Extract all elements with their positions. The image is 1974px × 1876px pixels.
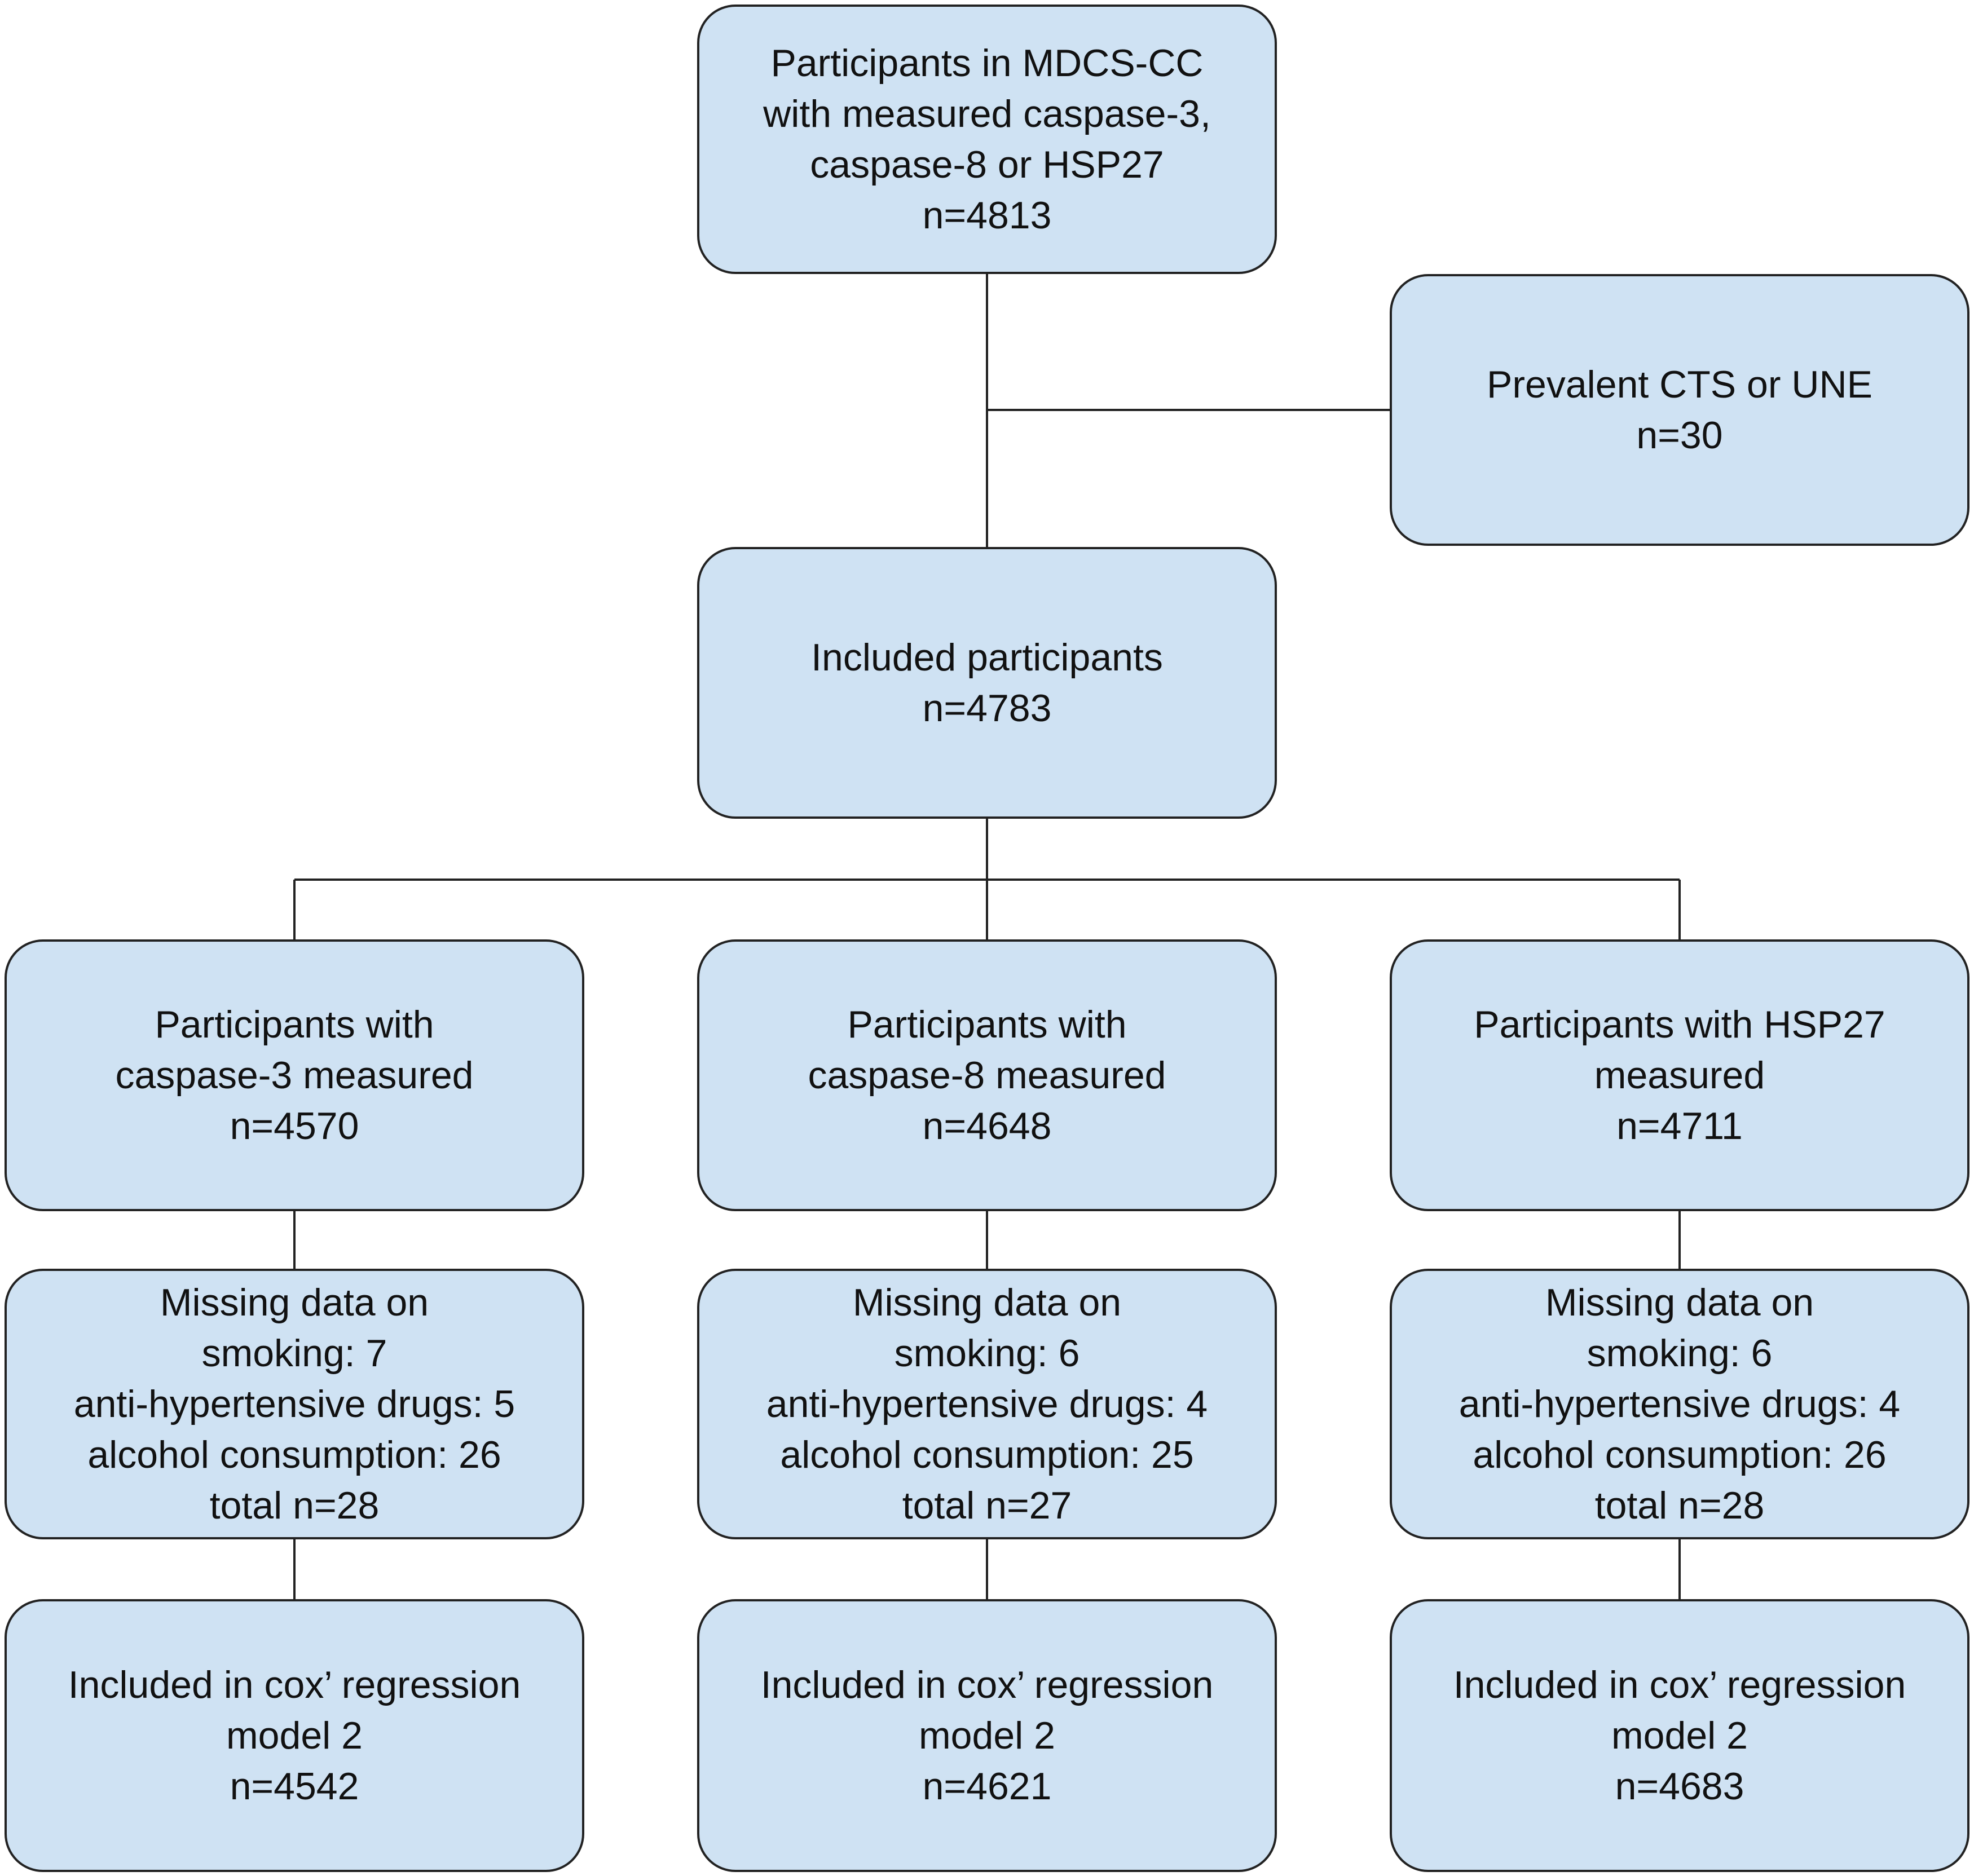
missing-antihypertensive: anti-hypertensive drugs: 4 [766,1383,1208,1425]
included-count: n=4783 [922,687,1052,730]
included-label: Included participants [811,636,1163,679]
included-box: Included participants n=4783 [697,547,1277,819]
measured-count: n=4570 [230,1105,359,1147]
start-line-1: Participants in MDCS-CC [770,42,1204,85]
measured-line-2: measured [1594,1054,1765,1097]
missing-antihypertensive: anti-hypertensive drugs: 5 [73,1383,515,1425]
missing-smoking: smoking: 7 [201,1332,387,1375]
start-line-2: with measured caspase-3, [763,92,1211,135]
hsp27-final-box: Included in cox’ regression model 2 n=46… [1390,1599,1969,1872]
exclusion-count: n=30 [1636,414,1723,457]
final-count: n=4542 [230,1765,359,1808]
missing-heading: Missing data on [852,1281,1122,1324]
missing-smoking: smoking: 6 [894,1332,1080,1375]
final-line-1: Included in cox’ regression [760,1663,1214,1706]
start-line-3: caspase-8 or HSP27 [810,143,1164,186]
final-line-2: model 2 [919,1714,1055,1757]
final-line-1: Included in cox’ regression [68,1663,521,1706]
caspase8-final-box: Included in cox’ regression model 2 n=46… [697,1599,1277,1872]
caspase8-missing-box: Missing data on smoking: 6 anti-hyperten… [697,1269,1277,1539]
missing-alcohol: alcohol consumption: 25 [780,1433,1194,1476]
missing-total: total n=28 [1594,1484,1765,1527]
measured-line-2: caspase-8 measured [808,1054,1166,1097]
measured-count: n=4711 [1616,1105,1743,1147]
start-box: Participants in MDCS-CC with measured ca… [697,5,1277,274]
measured-count: n=4648 [922,1105,1052,1147]
caspase3-final-box: Included in cox’ regression model 2 n=45… [5,1599,584,1872]
missing-total: total n=27 [902,1484,1072,1527]
final-line-2: model 2 [1611,1714,1748,1757]
missing-alcohol: alcohol consumption: 26 [1473,1433,1887,1476]
start-count: n=4813 [922,194,1052,237]
final-line-1: Included in cox’ regression [1453,1663,1906,1706]
missing-alcohol: alcohol consumption: 26 [87,1433,501,1476]
measured-line-1: Participants with [847,1003,1127,1046]
missing-total: total n=28 [209,1484,380,1527]
final-line-2: model 2 [226,1714,363,1757]
caspase3-missing-box: Missing data on smoking: 7 anti-hyperten… [5,1269,584,1539]
missing-heading: Missing data on [160,1281,429,1324]
caspase3-measured-box: Participants with caspase-3 measured n=4… [5,939,584,1211]
hsp27-measured-box: Participants with HSP27 measured n=4711 [1390,939,1969,1211]
missing-antihypertensive: anti-hypertensive drugs: 4 [1459,1383,1901,1425]
exclusion-label: Prevalent CTS or UNE [1487,363,1872,406]
hsp27-missing-box: Missing data on smoking: 6 anti-hyperten… [1390,1269,1969,1539]
missing-smoking: smoking: 6 [1587,1332,1773,1375]
measured-line-2: caspase-3 measured [115,1054,474,1097]
final-count: n=4683 [1615,1765,1744,1808]
measured-line-1: Participants with [155,1003,434,1046]
missing-heading: Missing data on [1545,1281,1814,1324]
measured-line-1: Participants with HSP27 [1474,1003,1885,1046]
caspase8-measured-box: Participants with caspase-8 measured n=4… [697,939,1277,1211]
exclusion-box: Prevalent CTS or UNE n=30 [1390,274,1969,546]
final-count: n=4621 [922,1765,1052,1808]
